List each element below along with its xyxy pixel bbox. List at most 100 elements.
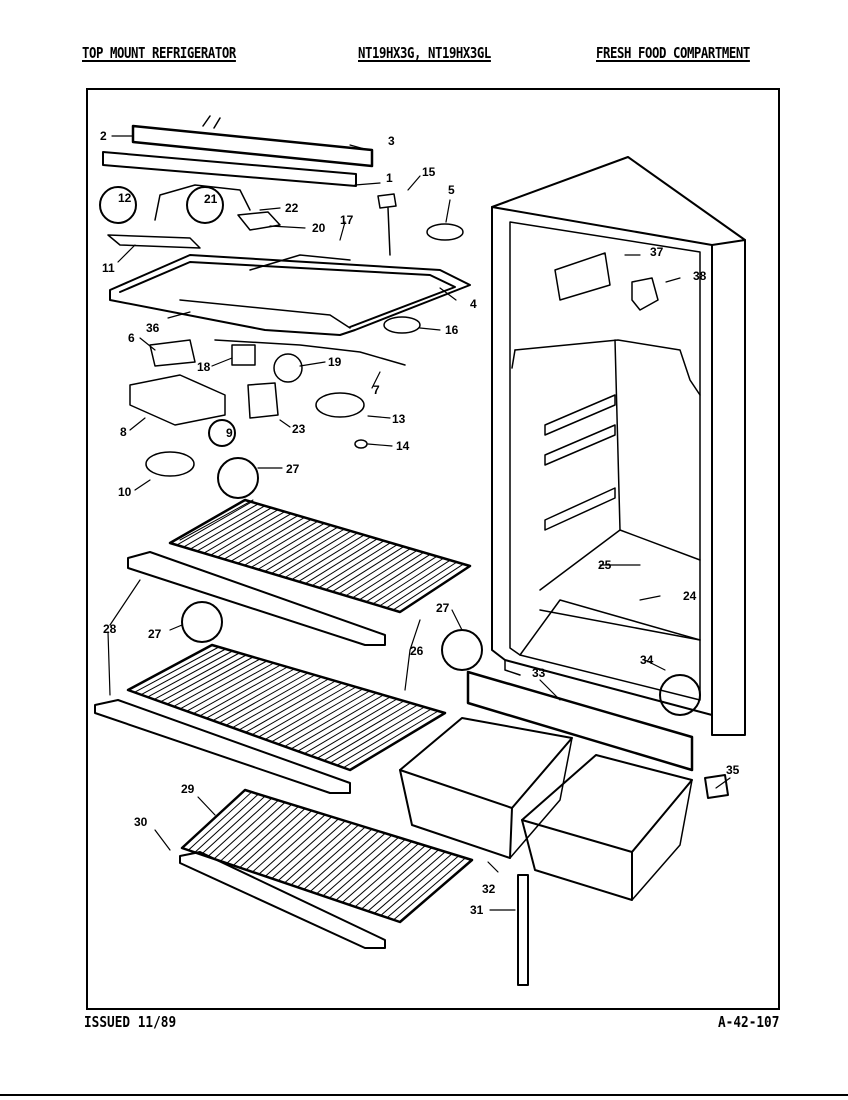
lower-shelf-rib [173, 658, 261, 707]
upper-shelf-rib [216, 513, 292, 558]
upper-shelf-rib [298, 536, 372, 583]
crisper-cover-shelf [180, 788, 474, 924]
part-18-socket [231, 344, 256, 366]
callout-28: 28 [103, 622, 117, 636]
lower-shelf-rib [290, 694, 384, 750]
upper-shelf-rib [237, 518, 312, 564]
crisper-cover-rib [200, 795, 266, 856]
upper-wire-shelf [168, 498, 472, 614]
upper-shelf-rib [365, 555, 438, 603]
crisper-cover-rib [322, 834, 393, 897]
callout-11: 11 [102, 261, 115, 275]
crisper-cover-rib [367, 849, 440, 912]
callout-6: 6 [128, 331, 135, 345]
part-14-washer [354, 439, 368, 449]
lower-shelf-rib [310, 700, 405, 757]
crisper-cover-rib [373, 851, 446, 914]
upper-shelf-rib [304, 538, 378, 585]
crisper-cover-rib [271, 818, 339, 879]
callout-5: 5 [448, 183, 455, 197]
callout-ring-9 [208, 419, 236, 447]
cabinet-liner [491, 156, 746, 736]
callout-ring-27-mid [181, 601, 223, 643]
control-housing-assembly [102, 115, 471, 336]
callout-35: 35 [726, 763, 740, 777]
callout-17: 17 [340, 213, 354, 227]
part-5-cap [426, 223, 464, 241]
lower-shelf-rib [271, 688, 364, 743]
callout-ring-12 [99, 186, 137, 224]
issued-date: ISSUED 11/89 [84, 1013, 177, 1031]
crisper-cover-rib [226, 803, 293, 864]
crisper-cover-rib [348, 843, 420, 906]
lower-shelf-rib [134, 646, 220, 693]
callout-31: 31 [470, 903, 484, 917]
upper-shelf-rib [257, 524, 332, 570]
callout-13: 13 [392, 412, 406, 426]
part-8-box [129, 374, 226, 426]
callout-ring-27-right [441, 629, 483, 671]
callout-23: 23 [292, 422, 306, 436]
upper-shelf-rib [277, 530, 352, 576]
lower-shelf-rib [329, 706, 425, 764]
callout-38: 38 [693, 269, 707, 283]
callout-19: 19 [328, 355, 342, 369]
upper-shelf-rib [270, 528, 345, 574]
lower-shelf-rib [179, 660, 268, 710]
header-section-title: FRESH FOOD COMPARTMENT [596, 44, 750, 62]
upper-shelf-rib [250, 522, 325, 568]
callout-4: 4 [470, 297, 477, 311]
lower-shelf-rib [303, 698, 398, 755]
lower-shelf-rib [245, 680, 336, 733]
part-10-fan [145, 451, 195, 477]
lower-shelf-rib [284, 692, 377, 747]
shelf-trim-strip-lower [94, 699, 351, 794]
callout-30: 30 [134, 815, 148, 829]
crisper-cover-rib [245, 810, 313, 871]
part-20-plate [237, 211, 281, 231]
shelf-trim-strip-upper [127, 551, 386, 646]
callout-33: 33 [532, 666, 546, 680]
lower-shelf-rib [140, 648, 227, 696]
upper-shelf-rib [196, 507, 272, 552]
crisper-cover-rib [393, 857, 466, 921]
upper-shelf-rib [358, 553, 431, 601]
upper-shelf-rib [223, 515, 299, 560]
upper-shelf-rib [331, 546, 405, 593]
lower-shelf-rib [323, 704, 419, 762]
crisper-cover-rib [341, 840, 413, 903]
crisper-cover-rib [386, 855, 460, 919]
lower-shelf-rib [186, 662, 275, 712]
lower-shelf-rib [199, 666, 288, 717]
crisper-cover-rib [207, 797, 273, 858]
upper-shelf-rib [311, 540, 385, 587]
callout-29: 29 [181, 782, 195, 796]
callout-22: 22 [285, 201, 299, 215]
crisper-support-rod-31 [517, 874, 529, 986]
callout-14: 14 [396, 439, 410, 453]
crisper-cover-rib [303, 828, 373, 890]
crisper-cover-rib [296, 826, 366, 888]
crisper-cover-rib [194, 793, 259, 853]
upper-shelf-rib [372, 557, 445, 605]
upper-shelf-rib [379, 559, 451, 607]
lower-shelf-rib [238, 678, 329, 731]
callout-18: 18 [197, 360, 211, 374]
callout-24: 24 [683, 589, 697, 603]
callout-15: 15 [422, 165, 436, 179]
header-model-numbers: NT19HX3G, NT19HX3GL [358, 44, 491, 62]
crisper-cover-rib [335, 838, 406, 901]
upper-shelf-rib [385, 561, 458, 609]
crisper-cover-rib [316, 832, 386, 895]
lower-shelf-rib [225, 674, 316, 726]
crisper-cover-rib [284, 822, 353, 884]
callout-34: 34 [640, 653, 654, 667]
callout-9: 9 [226, 426, 233, 440]
part-13-fan [315, 392, 365, 418]
upper-shelf-rib [203, 509, 279, 554]
lower-shelf-rib [192, 664, 282, 715]
part-16-disc [383, 316, 421, 334]
upper-shelf-rib [189, 505, 266, 550]
upper-shelf-rib [318, 542, 392, 589]
lower-shelf-rib [218, 672, 309, 724]
